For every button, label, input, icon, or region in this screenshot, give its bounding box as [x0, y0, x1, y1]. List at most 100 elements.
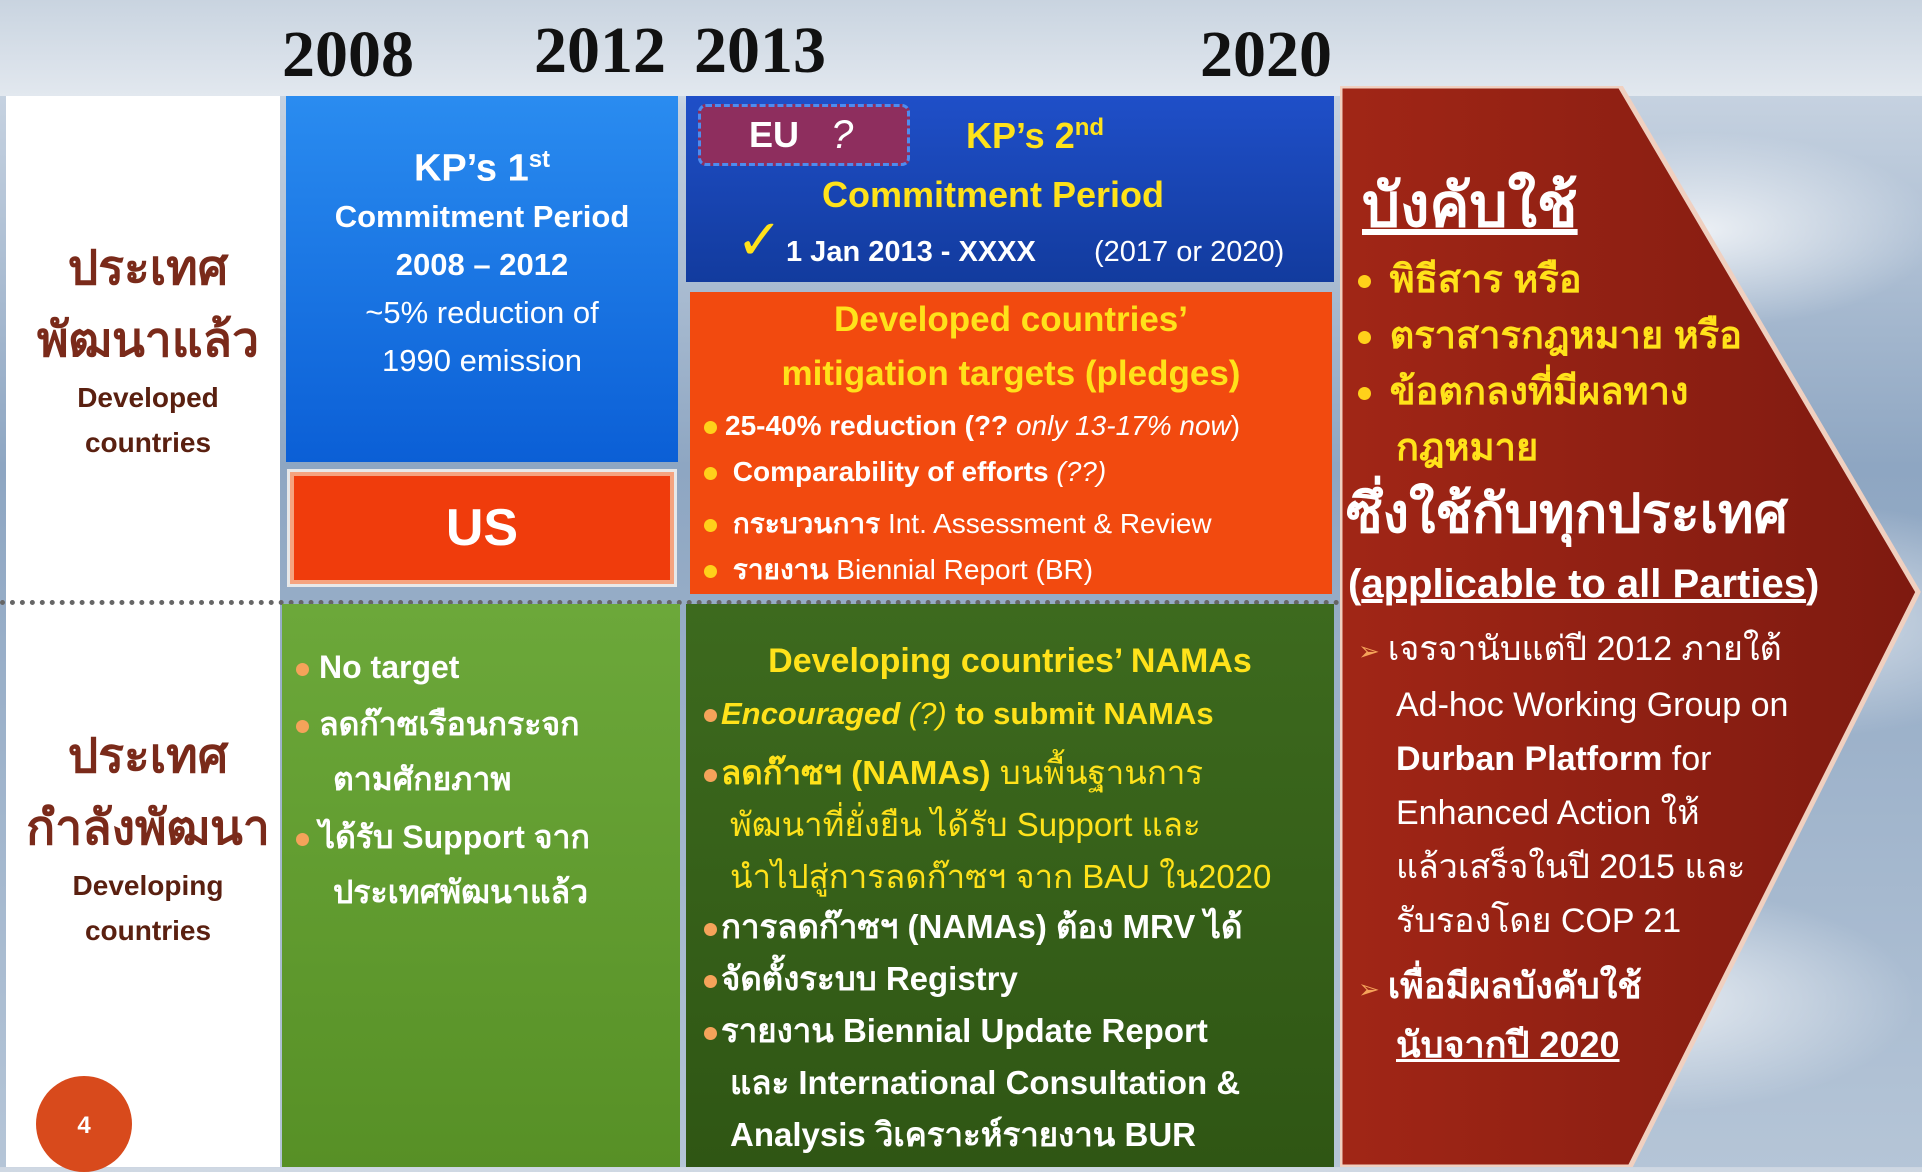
developed-thai-2: พัฒนาแล้ว [36, 312, 260, 368]
dev-item-2-bold: Comparability of efforts [732, 456, 1057, 487]
dev-item-2-italic: (??) [1056, 456, 1107, 487]
dl-item-2: ลดก๊าซเรือนกระจก [296, 699, 590, 750]
namas-item-3-text: การลดก๊าซฯ (NAMAs) ต้อง MRV ได้ [721, 908, 1243, 945]
arrow-bullet-3-line2: กฎหมาย [1396, 427, 1539, 469]
kp1-box: KP’s 1st Commitment Period 2008 – 2012 ~… [286, 96, 678, 462]
namas-item-1-bold: to submit NAMAs [955, 696, 1214, 731]
kp1-title: KP’s 1st [286, 146, 678, 191]
developing-en-1: Developing [72, 870, 224, 901]
note1-line4: Enhanced Action ให้ [1396, 794, 1700, 832]
namas-item-2-bold: ลดก๊าซฯ (NAMAs) [721, 754, 991, 791]
arrow-bullet-2: ตราสารกฎหมาย หรือ [1358, 304, 1742, 365]
kp2-line2: Commitment Period [822, 174, 1165, 215]
dev-item-1-q: ?? [973, 410, 1009, 441]
note1-after: for [1662, 740, 1712, 778]
bullet-icon [296, 832, 309, 846]
applicable-text: (applicable to all Parties) [1348, 562, 1819, 607]
note1-line5: แล้วเสร็จในปี 2015 และ [1396, 848, 1746, 886]
note2-line2: นับจากปี 2020 [1396, 1024, 1620, 1065]
dl-item-1: No target [296, 642, 590, 693]
dev-item-3-bold: กระบวนการ [732, 508, 881, 539]
dev-item-4-plain: Biennial Report (BR) [828, 554, 1094, 585]
dev-title-2: mitigation targets (pledges) [781, 354, 1241, 393]
namas-item-5-line2: และ International Consultation & [730, 1064, 1241, 1101]
kp1-line3: 2008 – 2012 [395, 246, 569, 282]
developed-en-1: Developed [77, 382, 219, 413]
check-icon: ✓ [736, 208, 783, 271]
namas-box: Developing countries’ NAMAs Encouraged (… [686, 604, 1334, 1167]
bullet-icon [1358, 387, 1371, 401]
dev-item-2: Comparability of efforts (??) [704, 456, 1106, 488]
dev-item-1: 25-40% reduction (?? only 13-17% now) [704, 410, 1240, 442]
arrow-bullet-2-text: ตราสารกฎหมาย หรือ [1389, 315, 1742, 357]
bullet-icon [704, 709, 717, 723]
bullet-icon [296, 720, 309, 734]
dev-item-4-bold: รายงาน [732, 554, 829, 585]
namas-item-1-italic: Encouraged [721, 696, 901, 731]
eu-badge: EU ? [698, 104, 910, 166]
bullet-icon [704, 922, 717, 936]
row-divider [0, 600, 1340, 605]
kp1-line2: Commitment Period [334, 198, 630, 234]
arrow-shape [1340, 86, 1921, 1167]
bullet-icon [704, 421, 717, 435]
arrow-bullet-1-text: พิธีสาร หรือ [1389, 259, 1582, 301]
kp1-title-sup: st [528, 146, 551, 173]
bullet-icon [296, 663, 309, 677]
kp2-title: KP’s 2nd [966, 114, 1104, 157]
namas-item-1: Encouraged (?) to submit NAMAs [704, 696, 1214, 732]
year-2012: 2012 [534, 14, 666, 87]
applicable-open: ( [1348, 562, 1362, 606]
note1-line6: รับรองโดย COP 21 [1396, 902, 1682, 940]
year-2013: 2013 [694, 14, 826, 87]
arrow-heading: บังคับใช้ [1362, 171, 1578, 241]
arrow-bullet-icon: ➢ [1358, 974, 1380, 1004]
kp2-box: EU ? KP’s 2nd Commitment Period ✓ 1 Jan … [686, 96, 1334, 282]
durban-platform-text: Durban Platform [1396, 740, 1663, 778]
kp2-dates-note: (2017 or 2020) [1094, 236, 1285, 268]
developed-row-label: ประเทศ พัฒนาแล้ว Developed countries [10, 232, 286, 466]
page-number: 4 [36, 1076, 132, 1172]
kp2-title-sup: nd [1074, 114, 1105, 141]
dl-item-3-line1: ได้รับ Support จาก [319, 818, 590, 855]
bullet-icon [704, 467, 717, 481]
year-2008: 2008 [282, 18, 414, 91]
namas-item-2-line3: นำไปสู่การลดก๊าซฯ จาก BAU ใน2020 [730, 858, 1272, 895]
developed-en-2: countries [84, 426, 212, 458]
developing-kp1-box: No target ลดก๊าซเรือนกระจก ตามศักยภาพ ได… [282, 604, 680, 1167]
namas-item-5-line3: Analysis วิเคราะห์รายงาน BUR [730, 1116, 1196, 1153]
namas-item-2-line2: พัฒนาที่ยั่งยืน ได้รับ Support และ [730, 806, 1201, 843]
bullet-icon [1358, 331, 1371, 345]
developing-thai-2: กำลังพัฒนา [26, 800, 270, 856]
dl-item-2-line1: ลดก๊าซเรือนกระจก [319, 706, 580, 743]
note1-line1: เจรจานับแต่ปี 2012 ภายใต้ [1387, 630, 1782, 668]
developing-row-label: ประเทศ กำลังพัฒนา Developing countries [10, 720, 286, 954]
us-box: US [290, 472, 674, 584]
dl-item-3-line2: ประเทศพัฒนาแล้ว [333, 873, 589, 910]
year-2020: 2020 [1200, 18, 1332, 91]
dev-item-3-plain: Int. Assessment & Review [880, 508, 1212, 539]
note1-line2: Ad-hoc Working Group on [1396, 686, 1789, 724]
arrow-bullet-3-text: ข้อตกลงที่มีผลทาง [1389, 371, 1689, 413]
kp1-title-text: KP’s 1 [413, 147, 529, 190]
kp1-line4: ~5% reduction of [365, 294, 599, 330]
bullet-icon [1358, 275, 1371, 289]
namas-item-4: จัดตั้งระบบ Registry [704, 952, 1018, 1005]
bullet-icon [704, 974, 717, 988]
namas-item-2: ลดก๊าซฯ (NAMAs) บนพื้นฐานการ [704, 746, 1203, 799]
developed-thai-1: ประเทศ [67, 240, 229, 296]
dl-item-3: ได้รับ Support จาก [296, 812, 590, 863]
bullet-icon [704, 1026, 717, 1040]
dl-item-2-line2: ตามศักยภาพ [333, 761, 512, 798]
kp1-line5: 1990 emission [382, 342, 582, 378]
namas-item-5: รายงาน Biennial Update Report [704, 1004, 1208, 1057]
arrow-bullet-1: พิธีสาร หรือ [1358, 248, 1582, 309]
applicable-close: ) [1805, 562, 1820, 606]
eu-question-mark: ? [831, 112, 854, 157]
eu-label: EU [749, 114, 800, 155]
bullet-icon [704, 768, 717, 782]
arrow-note-1: ➢เจรจานับแต่ปี 2012 ภายใต้ Ad-hoc Workin… [1358, 622, 1788, 948]
dev-item-1-bold: 25-40% reduction ( [725, 410, 974, 441]
all-countries-text: ซึ่งใช้กับทุกประเทศ [1346, 481, 1788, 545]
developing-thai-1: ประเทศ [67, 728, 229, 784]
